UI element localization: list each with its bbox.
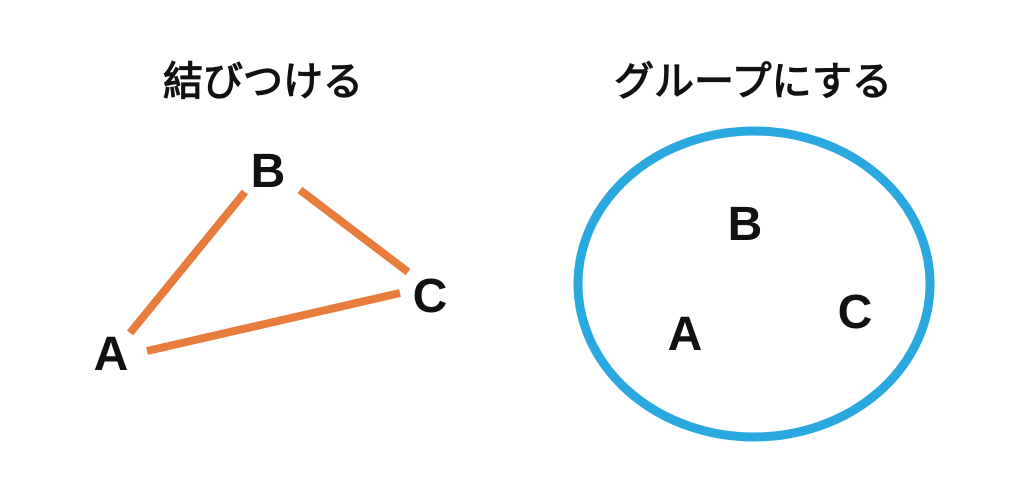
left-node-b-label: B [251, 145, 286, 198]
left-node-c-label: C [413, 270, 448, 323]
left-title: 結びつける [163, 60, 363, 104]
right-panel-group: グループにする A B C [573, 60, 935, 442]
left-node-a-label: A [94, 328, 129, 381]
group-ellipse [573, 126, 935, 442]
edge-b-c-line [297, 186, 411, 276]
right-title: グループにする [614, 60, 892, 104]
left-panel-connect: 結びつける A B C [94, 60, 448, 381]
right-node-a-label: A [668, 308, 703, 361]
edge-a-b-line [126, 189, 249, 336]
right-node-c-label: C [838, 286, 873, 339]
right-node-b-label: B [728, 198, 763, 251]
edge-a-c-line [146, 289, 401, 355]
